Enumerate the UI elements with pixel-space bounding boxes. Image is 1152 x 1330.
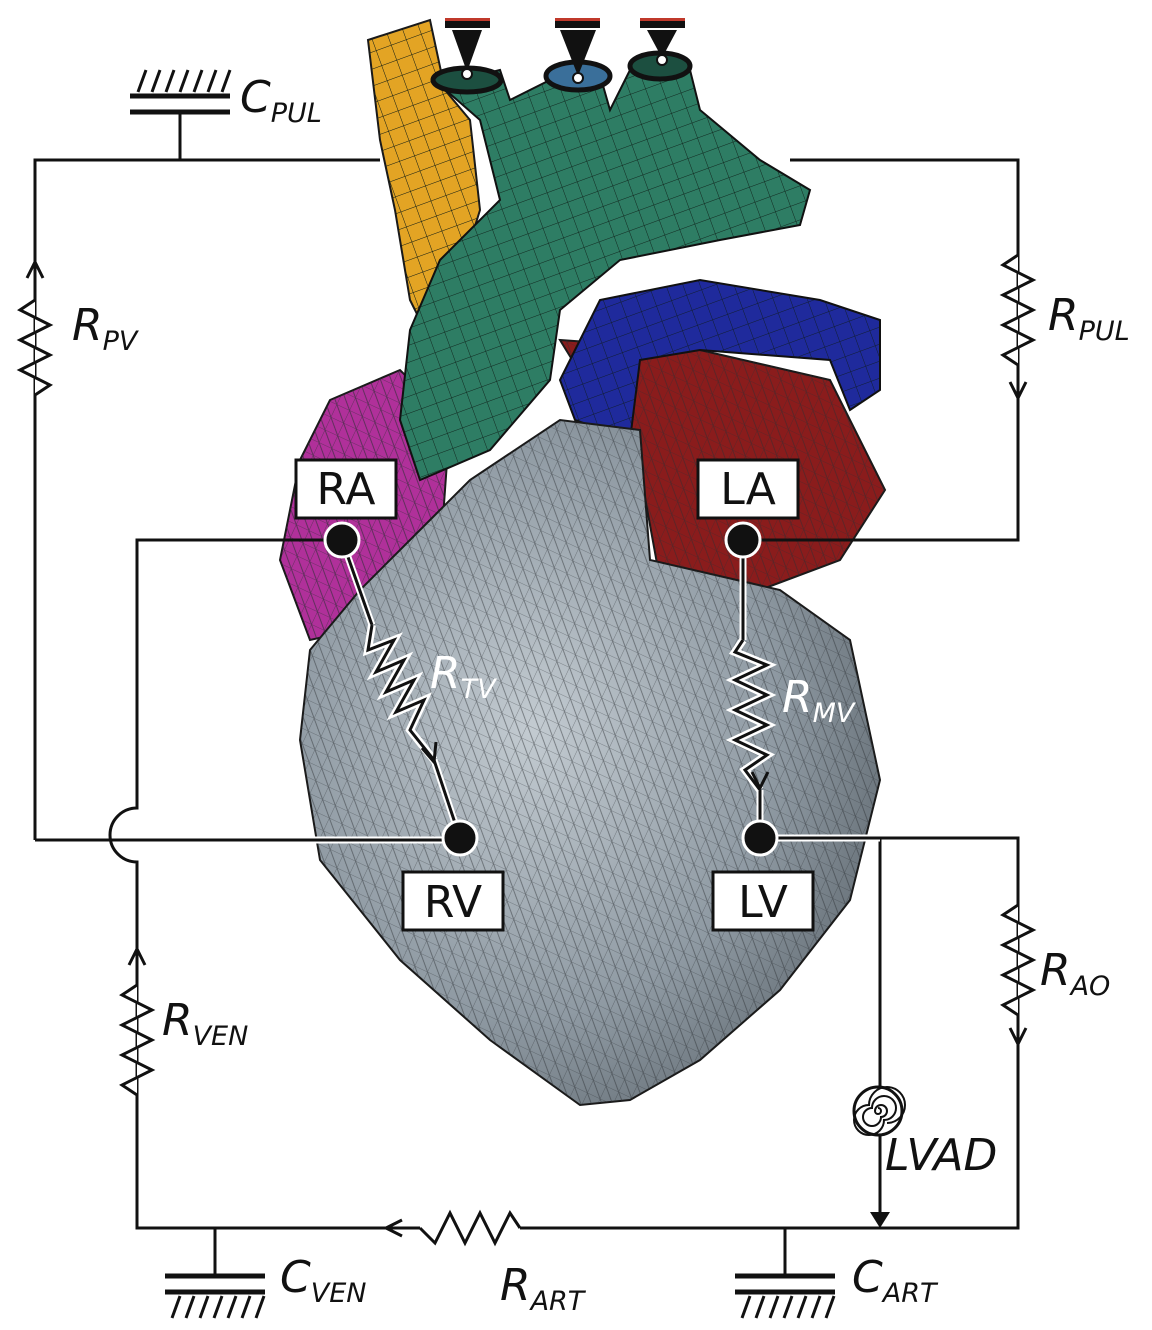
node-rv [443,821,477,855]
node-la [726,523,760,557]
chamber-label-la: LA [698,460,798,518]
resistor-pul [1003,255,1033,400]
chamber-label-lv-text: LV [738,877,788,928]
chamber-label-lv: LV [713,872,813,930]
resistor-pv [20,260,50,395]
chamber-label-ra-text: RA [317,464,376,515]
label-r-ven: RVEN [162,995,248,1052]
label-r-art: RART [500,1260,587,1317]
heart-model [280,18,885,1105]
label-r-pul: RPUL [1048,290,1130,347]
capacitor-art [735,1276,835,1318]
resistor-ao [1003,905,1033,1045]
label-c-ven: CVEN [280,1252,366,1309]
node-lv [743,821,777,855]
chamber-label-rv: RV [403,872,503,930]
label-c-art: CART [852,1252,939,1309]
label-c-pul: CPUL [240,72,322,129]
arrow-down-icon [870,1212,890,1228]
label-lvad: LVAD [885,1130,997,1181]
resistor-art [385,1213,520,1243]
chamber-label-ra: RA [296,460,396,518]
capacitor-ven [165,1276,265,1318]
label-r-ao: RAO [1040,945,1110,1002]
node-ra [325,523,359,557]
chamber-label-rv-text: RV [424,877,482,928]
capacitor-pul [130,70,230,112]
chamber-label-la-text: LA [720,464,776,515]
label-r-pv: RPV [72,300,140,357]
